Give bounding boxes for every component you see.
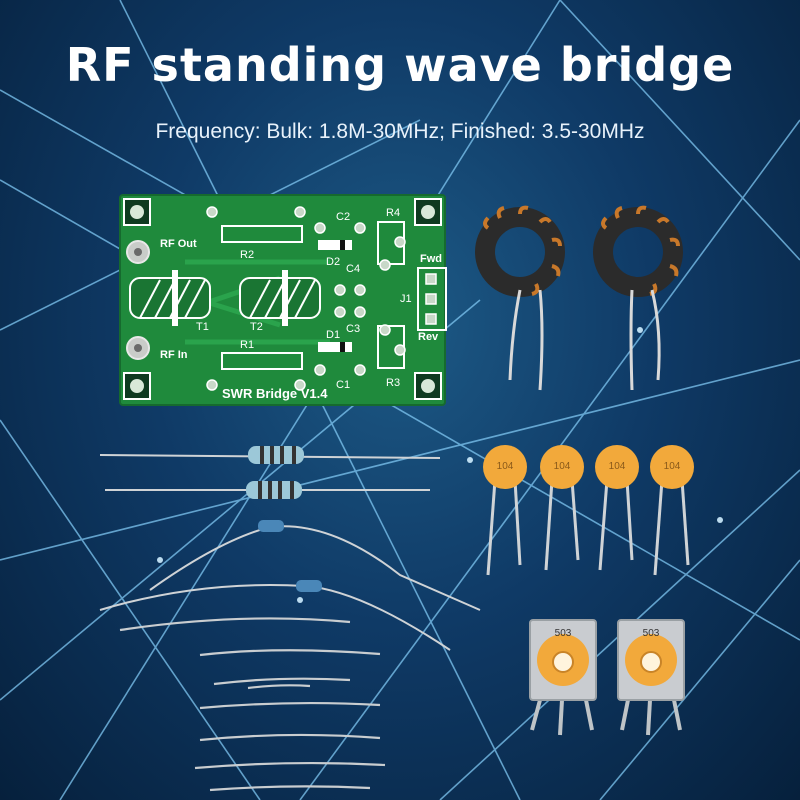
c1-label: C1: [336, 379, 350, 391]
ceramic-capacitors: 104 104 104 104: [483, 445, 694, 576]
fwd-label: Fwd: [420, 253, 442, 265]
c4-label: C4: [346, 263, 360, 275]
trimmer-potentiometers: 503 503: [529, 619, 685, 736]
jumper-wires: [119, 617, 386, 792]
c3-label: C3: [346, 323, 360, 335]
r1-label: R1: [240, 339, 254, 351]
r4-label: R4: [386, 207, 400, 219]
c2-label: C2: [336, 211, 350, 223]
capacitor-marking-3: 104: [609, 461, 626, 472]
t2-label: T2: [250, 321, 263, 333]
d2-label: D2: [326, 256, 340, 268]
capacitor-marking-1: 104: [497, 461, 514, 472]
frequency-subtitle: Frequency: Bulk: 1.8M-30MHz; Finished: 3…: [155, 120, 645, 143]
pcb-board: RF Out RF In Fwd Rev R2 R1 R4 R3 C2 C1 C…: [119, 194, 447, 406]
j1-label: J1: [400, 293, 412, 305]
t1-label: T1: [196, 321, 209, 333]
pot-marking-2: 503: [643, 628, 660, 639]
pot-marking-1: 503: [555, 628, 572, 639]
product-title: RF standing wave bridge: [65, 38, 735, 92]
board-name-label: SWR Bridge V1.4: [222, 386, 328, 401]
rev-label: Rev: [418, 331, 439, 343]
toroid-inductors: [475, 205, 683, 391]
capacitor-marking-2: 104: [554, 461, 571, 472]
r3-label: R3: [386, 377, 400, 389]
r2-label: R2: [240, 249, 254, 261]
rf-out-label: RF Out: [160, 238, 197, 250]
rf-in-label: RF In: [160, 349, 188, 361]
d1-label: D1: [326, 329, 340, 341]
resistors: [99, 446, 481, 651]
capacitor-marking-4: 104: [664, 461, 681, 472]
